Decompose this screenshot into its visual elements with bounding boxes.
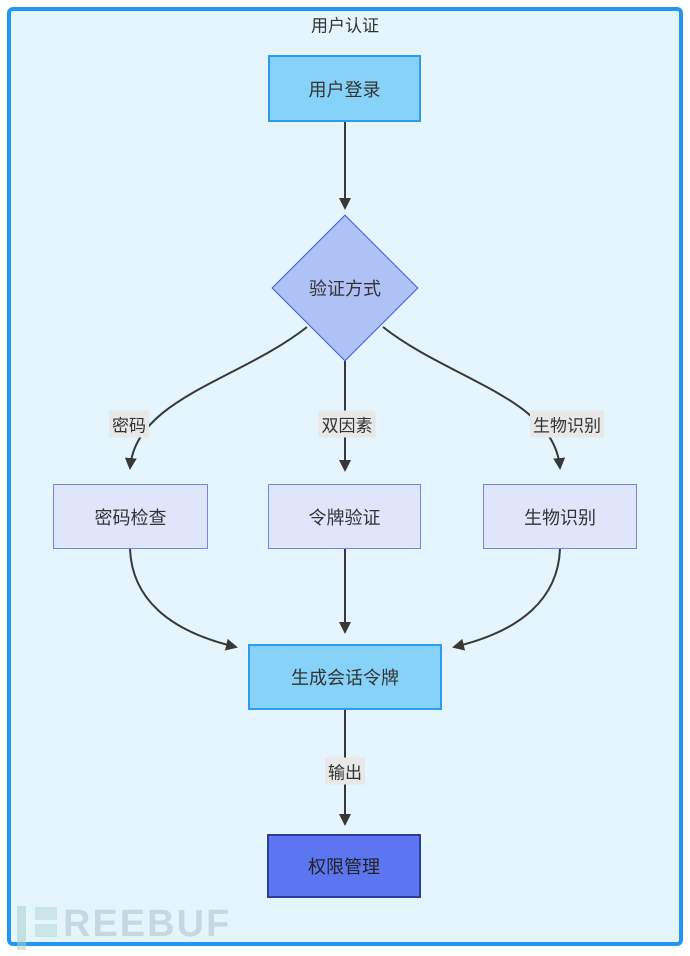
- node-session-token: 生成会话令牌: [248, 644, 442, 710]
- edge-label-biometric: 生物识别: [530, 410, 604, 438]
- diagram-title: 用户认证: [311, 16, 379, 36]
- edge-label-two-factor: 双因素: [318, 410, 376, 438]
- node-login: 用户登录: [268, 55, 421, 122]
- freebuf-logo-icon: [17, 906, 26, 950]
- edge-method-to-password-check: [124, 326, 308, 470]
- edge-biometric-to-session: [452, 548, 561, 651]
- node-password-check: 密码检查: [53, 484, 208, 549]
- node-method-label: 验证方式: [309, 279, 381, 299]
- node-token-verify: 令牌验证: [268, 484, 421, 549]
- freebuf-watermark: REEBUF: [17, 904, 231, 950]
- node-permission: 权限管理: [267, 834, 421, 898]
- edge-method-to-biometric: [382, 326, 566, 470]
- node-biometric: 生物识别: [483, 484, 637, 549]
- edge-label-output: 输出: [325, 757, 365, 785]
- watermark-text: REEBUF: [63, 903, 232, 945]
- freebuf-logo-bars-icon: [35, 907, 57, 937]
- edge-password-check-to-session: [129, 548, 238, 651]
- edge-label-password: 密码: [109, 410, 149, 438]
